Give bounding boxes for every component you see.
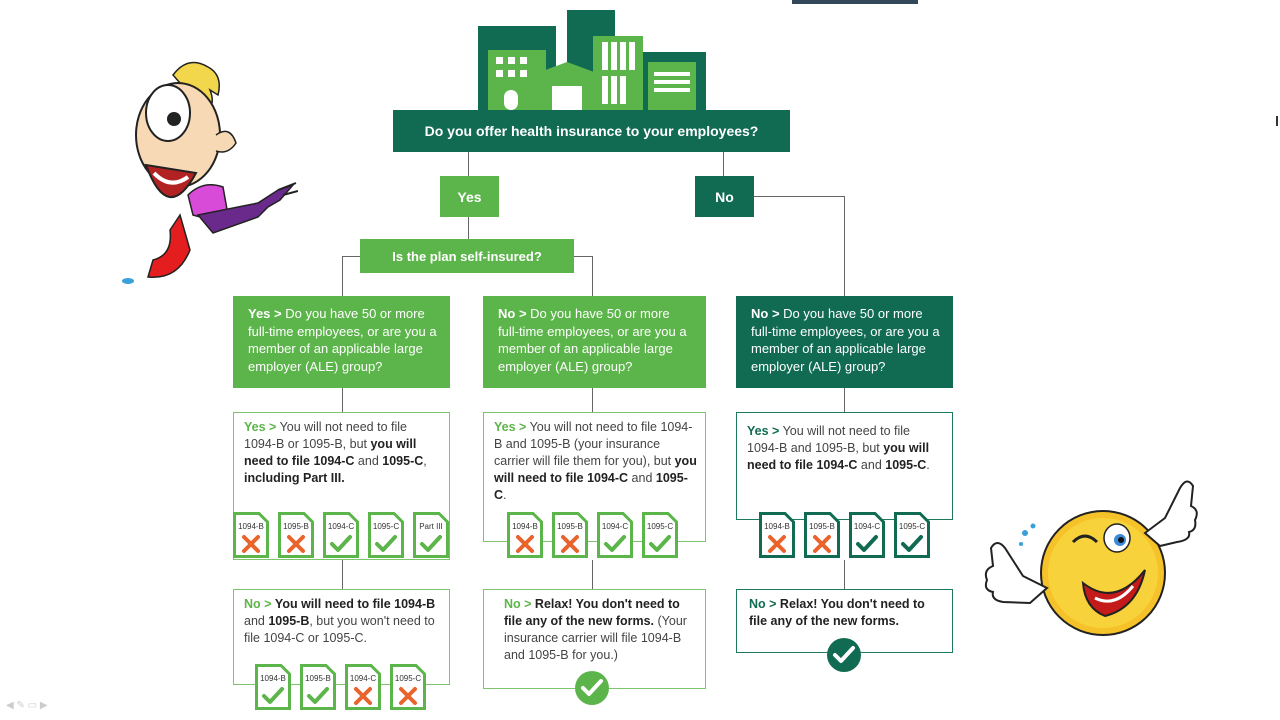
form-document-icon: 1094-C (345, 664, 381, 710)
form-document-icon: 1095-C (390, 664, 426, 710)
form-document-icon: 1095-B (278, 512, 314, 558)
answer-no: No (695, 176, 754, 217)
check-mark-icon (307, 687, 329, 704)
form-label: 1094-B (260, 674, 286, 683)
form-label: 1095-C (646, 522, 674, 531)
branch-3-yes-answer: Yes > You will not need to file 1094-B a… (736, 412, 953, 520)
x-mark-icon (561, 535, 579, 553)
answer-yes: Yes (440, 176, 499, 217)
running-cartoon-icon (122, 61, 298, 284)
form-label: 1095-C (898, 522, 926, 531)
form-label: Part III (419, 522, 443, 531)
branch-3-question: No > Do you have 50 or more full-time em… (736, 296, 953, 388)
x-mark-icon (242, 535, 260, 553)
form-label: 1095-B (557, 522, 583, 531)
form-label: 1094-B (238, 522, 264, 531)
x-mark-icon (768, 535, 786, 553)
form-label: 1095-B (283, 522, 309, 531)
branch-2-question: No > Do you have 50 or more full-time em… (483, 296, 706, 388)
check-mark-icon (420, 535, 442, 552)
top-bar (792, 0, 918, 4)
x-mark-icon (516, 535, 534, 553)
form-document-icon: 1094-B (759, 512, 795, 558)
check-mark-icon (262, 687, 284, 704)
check-mark-icon (375, 535, 397, 552)
form-label: 1094-B (512, 522, 538, 531)
x-mark-icon (813, 535, 831, 553)
form-label: 1095-B (305, 674, 331, 683)
form-label: 1095-B (809, 522, 835, 531)
form-label: 1094-C (349, 674, 377, 683)
form-label: 1095-C (372, 522, 400, 531)
form-document-icon: 1094-C (323, 512, 359, 558)
form-document-icon: 1094-C (849, 512, 885, 558)
form-document-icon: Part III (413, 512, 449, 558)
form-label: 1095-C (394, 674, 422, 683)
question-offer-insurance: Do you offer health insurance to your em… (393, 110, 790, 152)
buildings-icon (478, 10, 706, 110)
check-mark-icon (856, 535, 878, 552)
form-document-icon: 1095-B (804, 512, 840, 558)
form-document-icon: 1095-C (642, 512, 678, 558)
branch-1-question: Yes > Do you have 50 or more full-time e… (233, 296, 450, 388)
x-mark-icon (399, 687, 417, 705)
form-document-icon: 1095-C (368, 512, 404, 558)
check-mark-icon (604, 535, 626, 552)
cursor-mark (1276, 116, 1278, 126)
slide-controls[interactable]: ◀ ✎ ▭ ▶ (6, 700, 48, 711)
form-document-icon: 1094-B (255, 664, 291, 710)
form-document-icon: 1095-B (552, 512, 588, 558)
check-mark-icon (901, 535, 923, 552)
x-mark-icon (287, 535, 305, 553)
form-label: 1094-C (601, 522, 629, 531)
form-document-icon: 1095-C (894, 512, 930, 558)
check-mark-icon (649, 535, 671, 552)
check-circle-icon (827, 638, 861, 672)
form-label: 1094-B (764, 522, 790, 531)
form-document-icon: 1094-B (507, 512, 543, 558)
form-document-icon: 1094-C (597, 512, 633, 558)
x-mark-icon (354, 687, 372, 705)
question-self-insured: Is the plan self-insured? (360, 239, 574, 273)
form-label: 1094-C (853, 522, 881, 531)
form-label: 1094-C (327, 522, 355, 531)
check-circle-icon (575, 671, 609, 705)
form-document-icon: 1094-B (233, 512, 269, 558)
check-mark-icon (330, 535, 352, 552)
thumbs-up-smiley-icon (984, 480, 1198, 636)
form-document-icon: 1095-B (300, 664, 336, 710)
